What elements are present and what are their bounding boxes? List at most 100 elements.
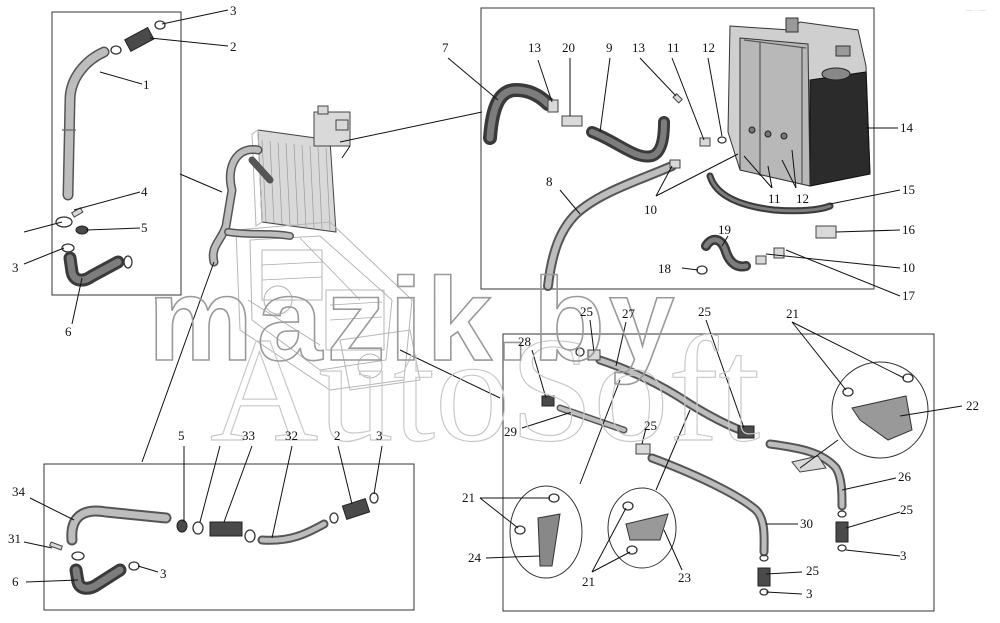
detail-frames — [43, 7, 935, 612]
callout-28: 28 — [518, 334, 531, 349]
detail-top-right — [483, 17, 871, 291]
watermark-corner: — · — — [966, 7, 986, 14]
hose-25e — [757, 567, 771, 587]
fitting-17 — [773, 247, 785, 259]
callout-27: 27 — [622, 306, 636, 321]
callout-15: 15 — [902, 182, 915, 197]
callout-2: 2 — [230, 39, 237, 54]
callout-31: 31 — [8, 531, 21, 546]
hose-9 — [586, 116, 670, 163]
fuel-tank-14 — [727, 17, 871, 187]
pipe-34 — [66, 505, 172, 546]
plug-28 — [541, 395, 555, 407]
pipe-32 — [257, 519, 329, 545]
callout-24: 24 — [468, 550, 482, 565]
central-pipes — [208, 145, 294, 267]
hose-2a — [124, 26, 155, 52]
callout-6: 6 — [65, 324, 72, 339]
callout-34: 34 — [12, 484, 26, 499]
callout-23: 23 — [678, 570, 691, 585]
callout-2: 2 — [334, 428, 341, 443]
pipe-1 — [62, 46, 110, 201]
callout-3: 3 — [230, 3, 237, 18]
callout-3: 3 — [376, 428, 383, 443]
detail-bottom-left — [49, 492, 379, 595]
callout-5: 5 — [141, 220, 148, 235]
callout-25: 25 — [698, 304, 711, 319]
callout-numbers: 3 2 1 4 5 3 6 7 13 20 9 13 11 12 14 8 10… — [8, 3, 979, 601]
hose-15 — [706, 172, 834, 215]
callout-12: 12 — [702, 40, 715, 55]
fitting-10a — [669, 159, 681, 169]
callout-4: 4 — [141, 184, 148, 199]
clamp-5b — [192, 521, 204, 535]
watermark-primary: mazik.by — [148, 254, 678, 386]
hose-25d — [835, 521, 849, 543]
frame-top-left — [51, 11, 182, 296]
sleeve-13a — [547, 99, 559, 113]
callout-10: 10 — [902, 260, 915, 275]
callout-6: 6 — [12, 574, 19, 589]
hose-2b — [341, 498, 371, 520]
pipe-26 — [765, 439, 847, 511]
callout-3: 3 — [160, 566, 167, 581]
callout-9: 9 — [606, 40, 613, 55]
callout-21: 21 — [582, 574, 595, 589]
callout-26: 26 — [898, 469, 912, 484]
frame-top-right — [480, 7, 875, 290]
hose-6a — [63, 251, 125, 287]
callout-10: 10 — [644, 202, 657, 217]
callout-1: 1 — [143, 77, 150, 92]
nut-5b — [176, 519, 188, 533]
hose-6b — [69, 563, 127, 595]
callout-7: 7 — [442, 40, 449, 55]
callout-30: 30 — [800, 516, 813, 531]
callout-11: 11 — [667, 40, 680, 55]
callout-8: 8 — [546, 174, 553, 189]
callout-25: 25 — [644, 418, 657, 433]
clamp-3c — [837, 544, 847, 552]
hose-19 — [701, 234, 751, 272]
callout-3: 3 — [806, 586, 813, 601]
hose-25b — [737, 425, 755, 439]
callout-25: 25 — [580, 304, 593, 319]
frame-bottom-right — [502, 333, 935, 612]
hose-7 — [483, 82, 555, 145]
callout-29: 29 — [504, 424, 517, 439]
valve-16 — [815, 225, 837, 239]
callout-21: 21 — [462, 490, 475, 505]
callout-19: 19 — [718, 222, 731, 237]
frame-bottom-left — [43, 463, 415, 611]
plug-13b — [672, 93, 683, 104]
callout-16: 16 — [902, 222, 916, 237]
radiator — [251, 129, 337, 233]
clamp-3a — [154, 20, 166, 30]
fitting-11a — [699, 137, 711, 147]
zoom-24 — [509, 485, 583, 579]
callout-11: 11 — [768, 191, 781, 206]
callout-14: 14 — [900, 120, 914, 135]
washer-4 — [55, 216, 73, 228]
pipe-30 — [647, 453, 769, 557]
detail-top-left — [55, 20, 166, 287]
callout-33: 33 — [242, 428, 255, 443]
hose-33 — [209, 521, 243, 537]
washer-12a — [717, 136, 727, 144]
clamp-3f — [128, 561, 140, 571]
clamp-6a — [123, 255, 133, 269]
clamp-26 — [837, 510, 847, 518]
clamp-25a — [575, 347, 585, 357]
bolt-4 — [70, 207, 84, 218]
clamp-30 — [759, 554, 769, 562]
zoom-23 — [607, 487, 677, 569]
callout-18: 18 — [658, 261, 671, 276]
callout-12: 12 — [796, 191, 809, 206]
callout-3: 3 — [900, 548, 907, 563]
fitting-10b — [755, 255, 767, 265]
engine-chassis — [235, 221, 421, 391]
pipe-8 — [543, 161, 677, 291]
bolt-31 — [49, 541, 63, 551]
callout-20: 20 — [562, 40, 575, 55]
leader-lines — [23, 9, 963, 595]
